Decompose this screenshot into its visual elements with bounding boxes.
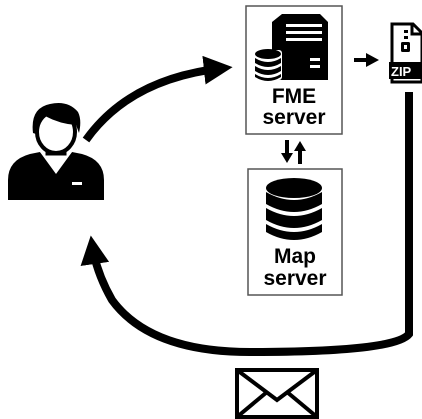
server-tower-icon bbox=[272, 14, 328, 80]
arrow-user-to-fme bbox=[82, 55, 233, 143]
fme-server-node: FME server bbox=[245, 5, 343, 135]
fme-server-label-line2: server bbox=[262, 106, 325, 129]
fme-server-label-line1: FME bbox=[272, 85, 316, 108]
user-icon bbox=[8, 103, 104, 200]
arrow-zip-to-user bbox=[80, 92, 413, 357]
zip-label: ZIP bbox=[391, 64, 412, 79]
envelope-icon bbox=[235, 368, 319, 419]
map-server-label-line2: server bbox=[263, 267, 326, 290]
map-server-label-line1: Map bbox=[274, 245, 316, 268]
up-down-arrows-icon bbox=[281, 140, 306, 164]
map-server-node: Map server bbox=[247, 168, 343, 296]
database-icon bbox=[266, 178, 322, 240]
database-icon bbox=[254, 49, 282, 81]
arrow-fme-to-zip bbox=[354, 53, 379, 67]
zip-file-icon: ZIP bbox=[389, 22, 422, 84]
